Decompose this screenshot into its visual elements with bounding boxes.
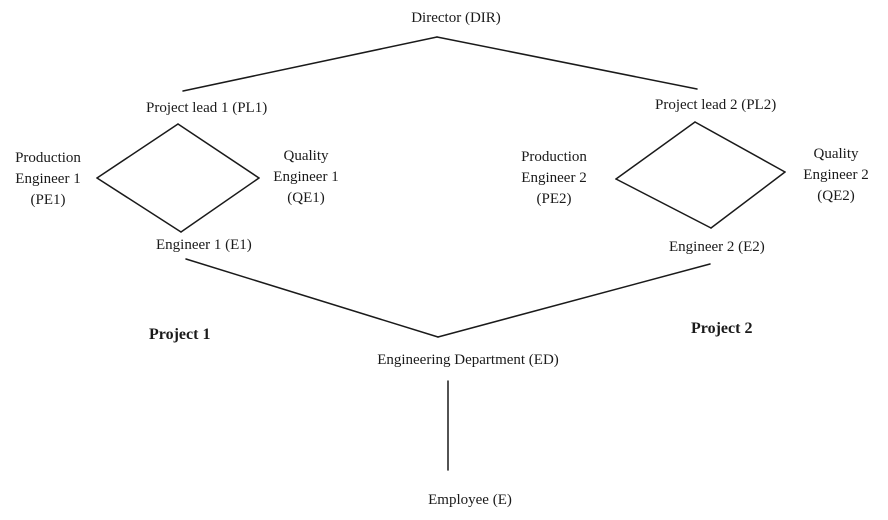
node-quality-engineer-2: Quality Engineer 2 (QE2) <box>794 144 878 207</box>
pe1-line-1: Production <box>15 150 81 166</box>
node-production-engineer-2: Production Engineer 2 (PE2) <box>512 147 596 210</box>
node-engineering-department: Engineering Department (ED) <box>377 352 559 368</box>
edge-pl2-qe2 <box>694 121 786 173</box>
edge-qe2-e2 <box>710 171 786 229</box>
project-2-label: Project 2 <box>691 320 753 337</box>
node-project-lead-1: Project lead 1 (PL1) <box>146 100 268 116</box>
node-engineer-1: Engineer 1 (E1) <box>156 237 252 253</box>
edge-dir-pl1 <box>182 36 438 92</box>
edge-pe2-e2 <box>615 178 712 229</box>
node-engineer-2: Engineer 2 (E2) <box>669 239 765 255</box>
edge-pl1-pe1 <box>96 123 179 179</box>
edge-pl2-pe2 <box>615 121 696 180</box>
edge-qe1-e1 <box>180 177 260 233</box>
pe2-line-2: Engineer 2 <box>521 170 587 186</box>
edge-pe1-e1 <box>96 177 182 233</box>
qe2-line-1: Quality <box>813 146 859 162</box>
node-project-lead-2: Project lead 2 (PL2) <box>655 97 777 113</box>
qe2-line-3: (QE2) <box>817 188 855 204</box>
pe1-line-3: (PE1) <box>30 192 66 208</box>
qe2-line-2: Engineer 2 <box>803 167 869 183</box>
node-employee: Employee (E) <box>428 492 512 508</box>
pe1-line-2: Engineer 1 <box>15 171 81 187</box>
node-production-engineer-1: Production Engineer 1 (PE1) <box>7 148 89 211</box>
node-quality-engineer-1: Quality Engineer 1 (QE1) <box>264 146 348 209</box>
qe1-line-2: Engineer 1 <box>273 169 339 185</box>
pe2-line-3: (PE2) <box>536 191 572 207</box>
qe1-line-1: Quality <box>283 148 329 164</box>
edge-pl1-qe1 <box>177 123 260 179</box>
pe2-line-1: Production <box>521 149 587 165</box>
node-director: Director (DIR) <box>411 10 501 26</box>
edge-dir-pl2 <box>436 36 698 90</box>
edge-e1-ed <box>185 258 439 338</box>
project-1-label: Project 1 <box>149 326 211 343</box>
qe1-line-3: (QE1) <box>287 190 325 206</box>
edge-e2-ed <box>437 263 711 338</box>
